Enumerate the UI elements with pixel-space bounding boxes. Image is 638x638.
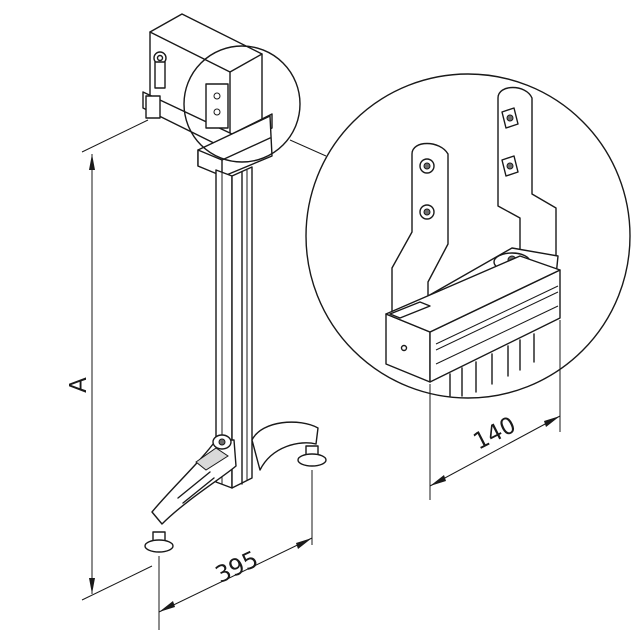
left-mounting-plate <box>391 142 449 331</box>
foot-left <box>144 531 174 553</box>
bracket-width-label: 140 <box>469 412 520 455</box>
foot-right <box>297 445 327 467</box>
detail-view <box>305 73 631 399</box>
detail-callout-circle <box>183 45 301 163</box>
height-label: A <box>66 377 92 393</box>
height-dimension: A <box>66 119 153 601</box>
right-mounting-plate <box>497 86 557 263</box>
base-width-label: 395 <box>212 547 263 589</box>
base-legs <box>151 421 319 525</box>
column-section <box>449 333 535 397</box>
clamp-block <box>385 255 561 383</box>
detail-leader-line <box>289 139 327 157</box>
base-width-dimension: 395 <box>158 470 313 630</box>
vertical-column <box>215 166 253 489</box>
detail-view-circle <box>305 73 631 399</box>
